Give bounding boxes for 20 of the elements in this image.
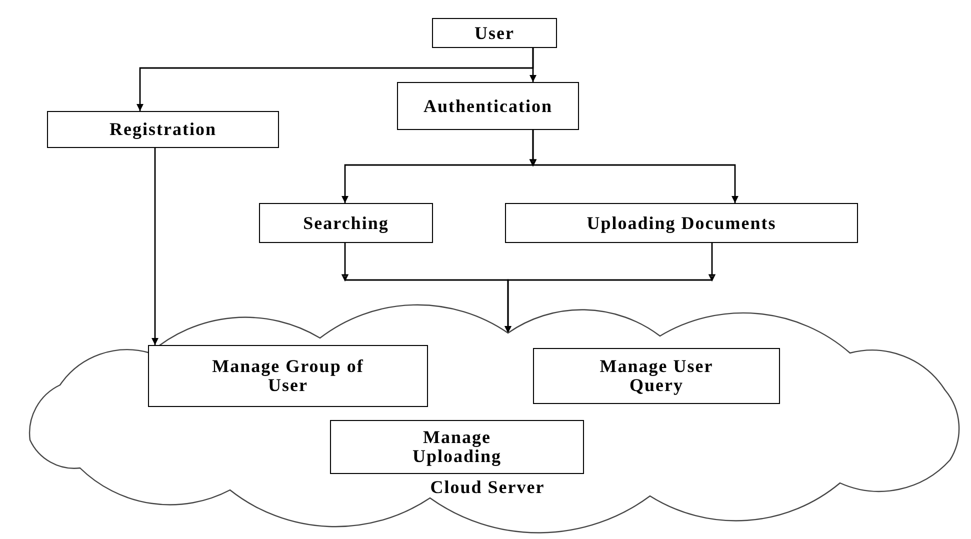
- box-label: Manage Group of User: [211, 357, 365, 395]
- process-box: [505, 203, 858, 243]
- box-label: Authentication: [423, 96, 552, 116]
- box-label: User: [474, 24, 514, 42]
- arrow: [152, 148, 158, 345]
- process-box: [397, 82, 579, 130]
- arrow: [530, 129, 738, 204]
- process-box: [148, 345, 428, 407]
- box-label: Manage Uploading: [411, 428, 503, 466]
- box-label: Registration: [110, 120, 216, 139]
- box-label: Uploading Documents: [586, 214, 776, 232]
- arrow: [136, 48, 534, 111]
- box-label: Manage User Query: [598, 357, 714, 395]
- process-box: [330, 420, 584, 474]
- process-box: [259, 203, 433, 243]
- process-box: [432, 18, 557, 48]
- process-box: [47, 111, 279, 148]
- process-box: [533, 348, 780, 404]
- box-label: Searching: [303, 214, 389, 232]
- cloud-label: Cloud Server: [430, 478, 545, 497]
